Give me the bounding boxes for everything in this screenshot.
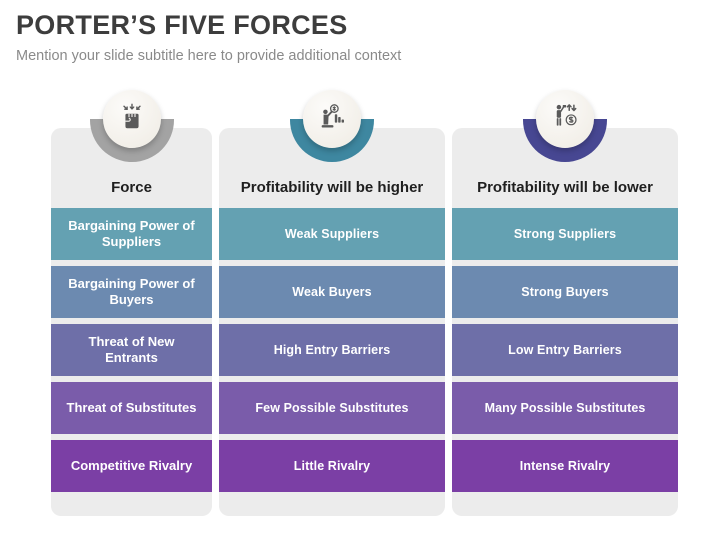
column-header-lower: Profitability will be lower (477, 178, 653, 196)
column-force: Force Bargaining Power of Suppliers Barg… (51, 90, 212, 516)
force-name-cell: Competitive Rivalry (70, 457, 193, 473)
force-name-cell: Threat of Substitutes (66, 399, 197, 415)
five-forces-table: Force Bargaining Power of Suppliers Barg… (51, 90, 678, 516)
lower-icon-assembly (523, 90, 607, 162)
column-profitability-higher: Profitability will be higher Weak Suppli… (219, 90, 445, 516)
page-subtitle: Mention your slide subtitle here to prov… (16, 48, 402, 64)
column-profitability-lower: Profitability will be lower Strong Suppl… (452, 90, 678, 516)
table-row-entrants-higher: High Entry Barriers (219, 324, 445, 376)
lower-icon-circle (536, 90, 594, 148)
force-name-cell: Bargaining Power of Suppliers (68, 217, 195, 249)
table-row-substitutes-lower: Many Possible Substitutes (452, 382, 678, 434)
force-name-cell: Threat of New Entrants (88, 333, 175, 365)
page-title: PORTER’S FIVE FORCES (16, 10, 348, 40)
table-row-entrants-lower: Low Entry Barriers (452, 324, 678, 376)
lower-value-cell: Intense Rivalry (519, 459, 611, 473)
table-row-buyers-lower: Strong Buyers (452, 266, 678, 318)
table-row-buyers-force: Bargaining Power of Buyers (51, 266, 212, 318)
force-icon-assembly (89, 90, 174, 162)
lower-value-cell: Low Entry Barriers (508, 343, 622, 357)
column-header-higher: Profitability will be higher (240, 178, 424, 196)
column-header-force: Force (111, 178, 152, 196)
table-row-buyers-higher: Weak Buyers (219, 266, 445, 318)
profitability-down-icon (550, 102, 580, 137)
table-row-suppliers-higher: Weak Suppliers (219, 208, 445, 260)
table-row-suppliers-lower: Strong Suppliers (452, 208, 678, 260)
table-row-substitutes-higher: Few Possible Substitutes (219, 382, 445, 434)
table-row-rivalry-higher: Little Rivalry (219, 440, 445, 492)
force-icon-circle (102, 90, 161, 148)
higher-value-cell: Weak Suppliers (284, 227, 380, 241)
higher-icon-circle (303, 90, 361, 148)
lower-value-cell: Strong Buyers (521, 285, 609, 299)
table-row-substitutes-force: Threat of Substitutes (51, 382, 212, 434)
table-row-entrants-force: Threat of New Entrants (51, 324, 212, 376)
table-row-rivalry-force: Competitive Rivalry (51, 440, 212, 492)
profitability-up-icon (317, 102, 347, 137)
slide-title-block: PORTER’S FIVE FORCES Mention your slide … (16, 10, 656, 64)
higher-value-cell: Weak Buyers (292, 285, 372, 299)
lower-value-cell: Strong Suppliers (513, 227, 617, 241)
higher-value-cell: High Entry Barriers (273, 343, 391, 357)
table-row-suppliers-force: Bargaining Power of Suppliers (51, 208, 212, 260)
force-name-cell: Bargaining Power of Buyers (68, 275, 195, 307)
higher-value-cell: Little Rivalry (293, 459, 371, 473)
fist-force-icon (117, 102, 147, 137)
table-row-rivalry-lower: Intense Rivalry (452, 440, 678, 492)
higher-value-cell: Few Possible Substitutes (255, 401, 409, 415)
higher-icon-assembly (290, 90, 374, 162)
lower-value-cell: Many Possible Substitutes (484, 401, 646, 415)
